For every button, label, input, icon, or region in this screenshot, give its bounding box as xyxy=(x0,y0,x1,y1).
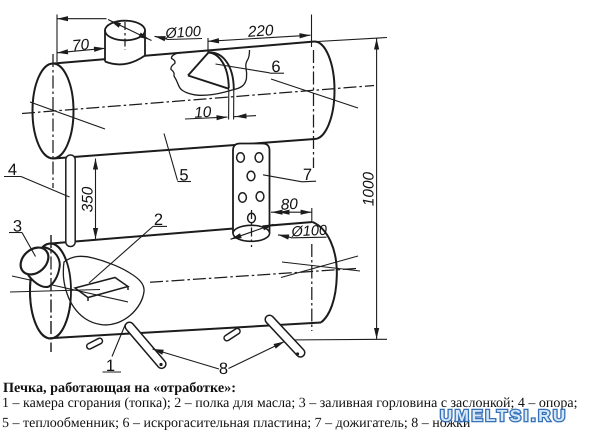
svg-text:UMELTSI.RU: UMELTSI.RU xyxy=(440,407,568,425)
